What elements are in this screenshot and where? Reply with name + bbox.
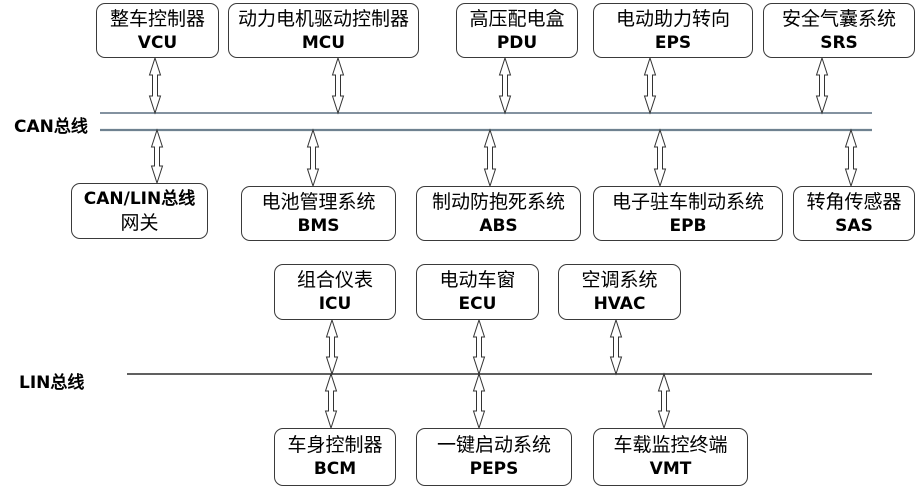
node-sas: 转角传感器 SAS: [793, 186, 915, 241]
node-name: 转角传感器: [806, 190, 902, 213]
node-name: 动力电机驱动控制器: [237, 7, 409, 30]
node-hvac: 空调系统 HVAC: [558, 264, 681, 320]
arrow-can-epb-bidirectional-arrow-icon: [653, 128, 667, 188]
lin-bus-label: LIN总线: [19, 373, 85, 393]
arrow-lin-vmt-bidirectional-arrow-icon: [657, 372, 671, 430]
node-abbr: PDU: [496, 32, 538, 53]
node-abbr: SAS: [835, 215, 873, 236]
arrow-can-bms-bidirectional-arrow-icon: [306, 128, 320, 188]
can-bus-label: CAN总线: [14, 117, 88, 137]
node-peps: 一键启动系统 PEPS: [416, 428, 572, 486]
node-name: 电动车窗: [439, 269, 516, 291]
arrow-can-abs-bidirectional-arrow-icon: [483, 128, 497, 188]
node-eps: 电动助力转向 EPS: [593, 3, 753, 58]
arrow-mcu-can-bidirectional-arrow-icon: [331, 56, 345, 115]
node-abbr: SRS: [820, 32, 858, 53]
node-abbr: MCU: [301, 32, 346, 53]
node-name: 整车控制器: [109, 7, 205, 30]
node-abbr: BCM: [313, 459, 357, 479]
node-name: 制动防抱死系统: [431, 190, 565, 213]
arrow-srs-can-bidirectional-arrow-icon: [815, 56, 829, 115]
node-name: 一键启动系统: [436, 434, 551, 456]
arrow-pdu-can-bidirectional-arrow-icon: [498, 56, 512, 115]
arrow-ecu-lin-bidirectional-arrow-icon: [472, 318, 486, 376]
node-vcu: 整车控制器 VCU: [96, 3, 219, 58]
node-abs: 制动防抱死系统 ABS: [416, 186, 581, 241]
node-abbr: HVAC: [593, 294, 646, 314]
node-name: 组合仪表: [296, 269, 373, 291]
node-abbr: ICU: [318, 294, 352, 314]
node-abbr: VMT: [649, 459, 692, 479]
arrow-can-gateway-bidirectional-arrow-icon: [150, 128, 164, 185]
node-abbr: VCU: [137, 32, 178, 53]
node-abbr: EPS: [654, 32, 692, 53]
arrow-eps-can-bidirectional-arrow-icon: [643, 56, 657, 115]
node-bms: 电池管理系统 BMS: [241, 186, 396, 241]
node-epb: 电子驻车制动系统 EPB: [593, 186, 783, 241]
node-name: 电子驻车制动系统: [611, 190, 764, 213]
node-abbr: ABS: [479, 215, 518, 236]
node-name: 高压配电盒: [469, 7, 565, 30]
arrow-icu-lin-bidirectional-arrow-icon: [325, 318, 339, 376]
node-mcu: 动力电机驱动控制器 MCU: [228, 3, 419, 58]
node-abbr: BMS: [297, 215, 340, 236]
node-name: 电动助力转向: [615, 7, 730, 30]
node-name: 车载监控终端: [613, 434, 728, 456]
arrow-hvac-lin-bidirectional-arrow-icon: [609, 318, 623, 376]
node-pdu: 高压配电盒 PDU: [456, 3, 578, 58]
node-name: 安全气囊系统: [781, 7, 896, 30]
node-abbr: ECU: [458, 294, 497, 314]
node-name: 空调系统: [581, 269, 658, 291]
node-name: 电池管理系统: [261, 190, 376, 213]
node-abbr: 网关: [120, 212, 159, 234]
node-abbr: PEPS: [469, 459, 519, 479]
arrow-lin-peps-bidirectional-arrow-icon: [472, 372, 486, 430]
node-bcm: 车身控制器 BCM: [274, 428, 396, 486]
node-vmt: 车载监控终端 VMT: [593, 428, 748, 486]
node-name: 车身控制器: [287, 434, 383, 456]
node-ecu: 电动车窗 ECU: [416, 264, 539, 320]
node-abbr: EPB: [669, 215, 707, 236]
node-name: CAN/LIN总线: [83, 189, 196, 209]
node-srs: 安全气囊系统 SRS: [763, 3, 915, 58]
arrow-can-sas-bidirectional-arrow-icon: [844, 128, 858, 188]
arrow-lin-bcm-bidirectional-arrow-icon: [324, 372, 338, 430]
arrow-vcu-can-bidirectional-arrow-icon: [148, 56, 162, 115]
node-icu: 组合仪表 ICU: [274, 264, 396, 320]
node-gateway: CAN/LIN总线 网关: [71, 183, 208, 239]
